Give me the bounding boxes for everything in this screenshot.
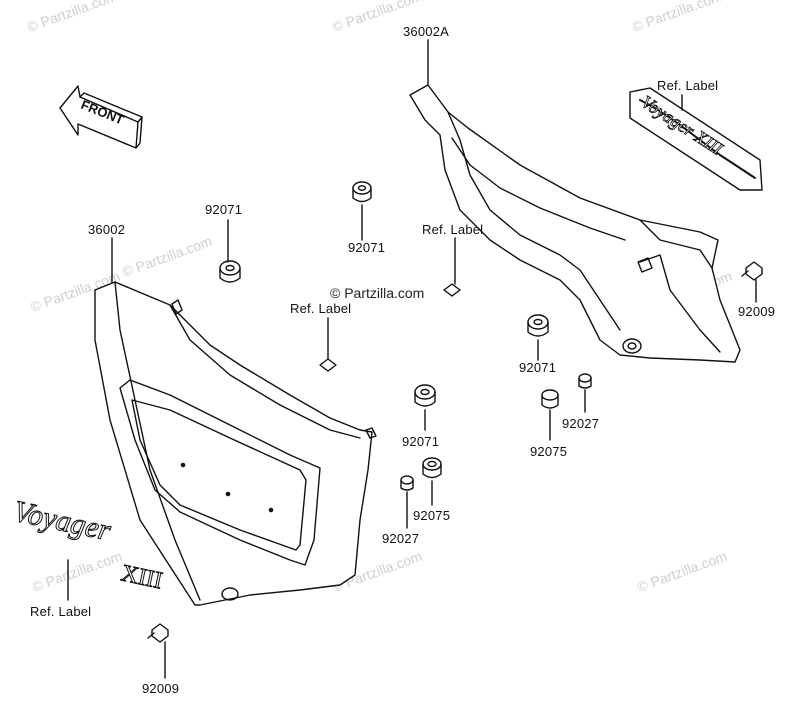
side-cover-right bbox=[409, 39, 741, 363]
emblem-right bbox=[629, 87, 763, 191]
label-plate-icon bbox=[443, 237, 461, 297]
ref-label-mid: Ref. Label bbox=[422, 222, 484, 237]
part-label-92009: 92009 bbox=[738, 304, 776, 319]
grommet-icon bbox=[527, 314, 549, 361]
part-label-92071: 92071 bbox=[348, 240, 386, 255]
part-label-92071: 92071 bbox=[205, 202, 243, 217]
ref-label-left: Ref. Label bbox=[290, 301, 352, 316]
part-label-92027: 92027 bbox=[382, 531, 420, 546]
part-label-92075: 92075 bbox=[413, 508, 451, 523]
label-plate-icon bbox=[319, 317, 337, 372]
part-label-92075: 92075 bbox=[530, 444, 568, 459]
part-label-36002: 36002 bbox=[88, 222, 126, 237]
voyager-numeral: XIII bbox=[119, 560, 165, 594]
voyager-logo: Voyager bbox=[11, 495, 114, 548]
part-label-92009: 92009 bbox=[142, 681, 180, 696]
bolt-icon bbox=[741, 261, 763, 303]
part-label-36002A: 36002A bbox=[403, 24, 450, 39]
watermark-center: © Partzilla.com bbox=[330, 285, 425, 301]
spacer-icon bbox=[400, 475, 414, 529]
collar-icon bbox=[541, 389, 559, 441]
part-label-92071: 92071 bbox=[402, 434, 440, 449]
grommet-icon bbox=[219, 219, 241, 283]
part-label-92071: 92071 bbox=[519, 360, 557, 375]
part-label-92027: 92027 bbox=[562, 416, 600, 431]
bolt-icon bbox=[147, 623, 169, 679]
spacer-icon bbox=[578, 373, 592, 413]
grommet-icon bbox=[414, 384, 436, 431]
side-cover-left bbox=[94, 237, 377, 606]
ref-label-bottom-left: Ref. Label bbox=[30, 604, 92, 619]
front-arrow-icon bbox=[59, 85, 143, 149]
collar-icon bbox=[422, 457, 442, 506]
grommet-icon bbox=[352, 181, 372, 241]
ref-label-top-right: Ref. Label bbox=[657, 78, 719, 93]
